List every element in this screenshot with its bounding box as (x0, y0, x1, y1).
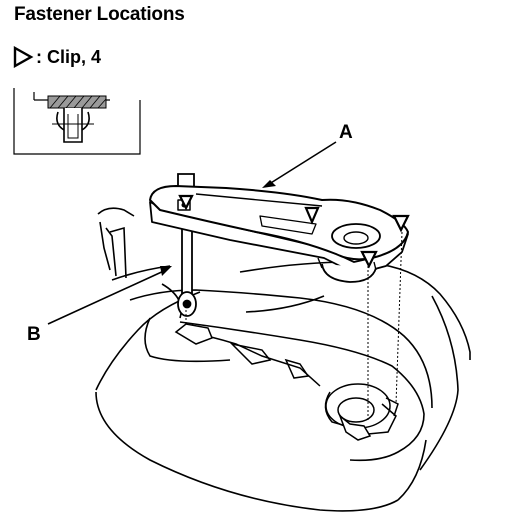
clip-detail-inset (13, 88, 141, 155)
diagram-title: Fastener Locations (14, 4, 185, 25)
clip-marker-2 (392, 214, 410, 233)
tray-part (149, 185, 409, 283)
clip-marker-3 (360, 250, 378, 269)
arrowhead-a (262, 180, 276, 188)
hinge-recess (174, 323, 399, 441)
arrowhead-b (160, 266, 172, 276)
callout-label-b: B (27, 324, 41, 345)
legend-text: : Clip, 4 (36, 46, 102, 67)
clip-marker-1 (304, 206, 320, 225)
seat-outline (95, 207, 471, 512)
alignment-lines (185, 231, 403, 420)
clip-markers (178, 194, 410, 269)
leader-lines (47, 141, 337, 325)
callout-label-a: A (339, 122, 353, 143)
triangle-clip-icon (12, 45, 34, 69)
clip-marker-4 (178, 194, 194, 211)
legend: : Clip, 4 (12, 45, 102, 69)
